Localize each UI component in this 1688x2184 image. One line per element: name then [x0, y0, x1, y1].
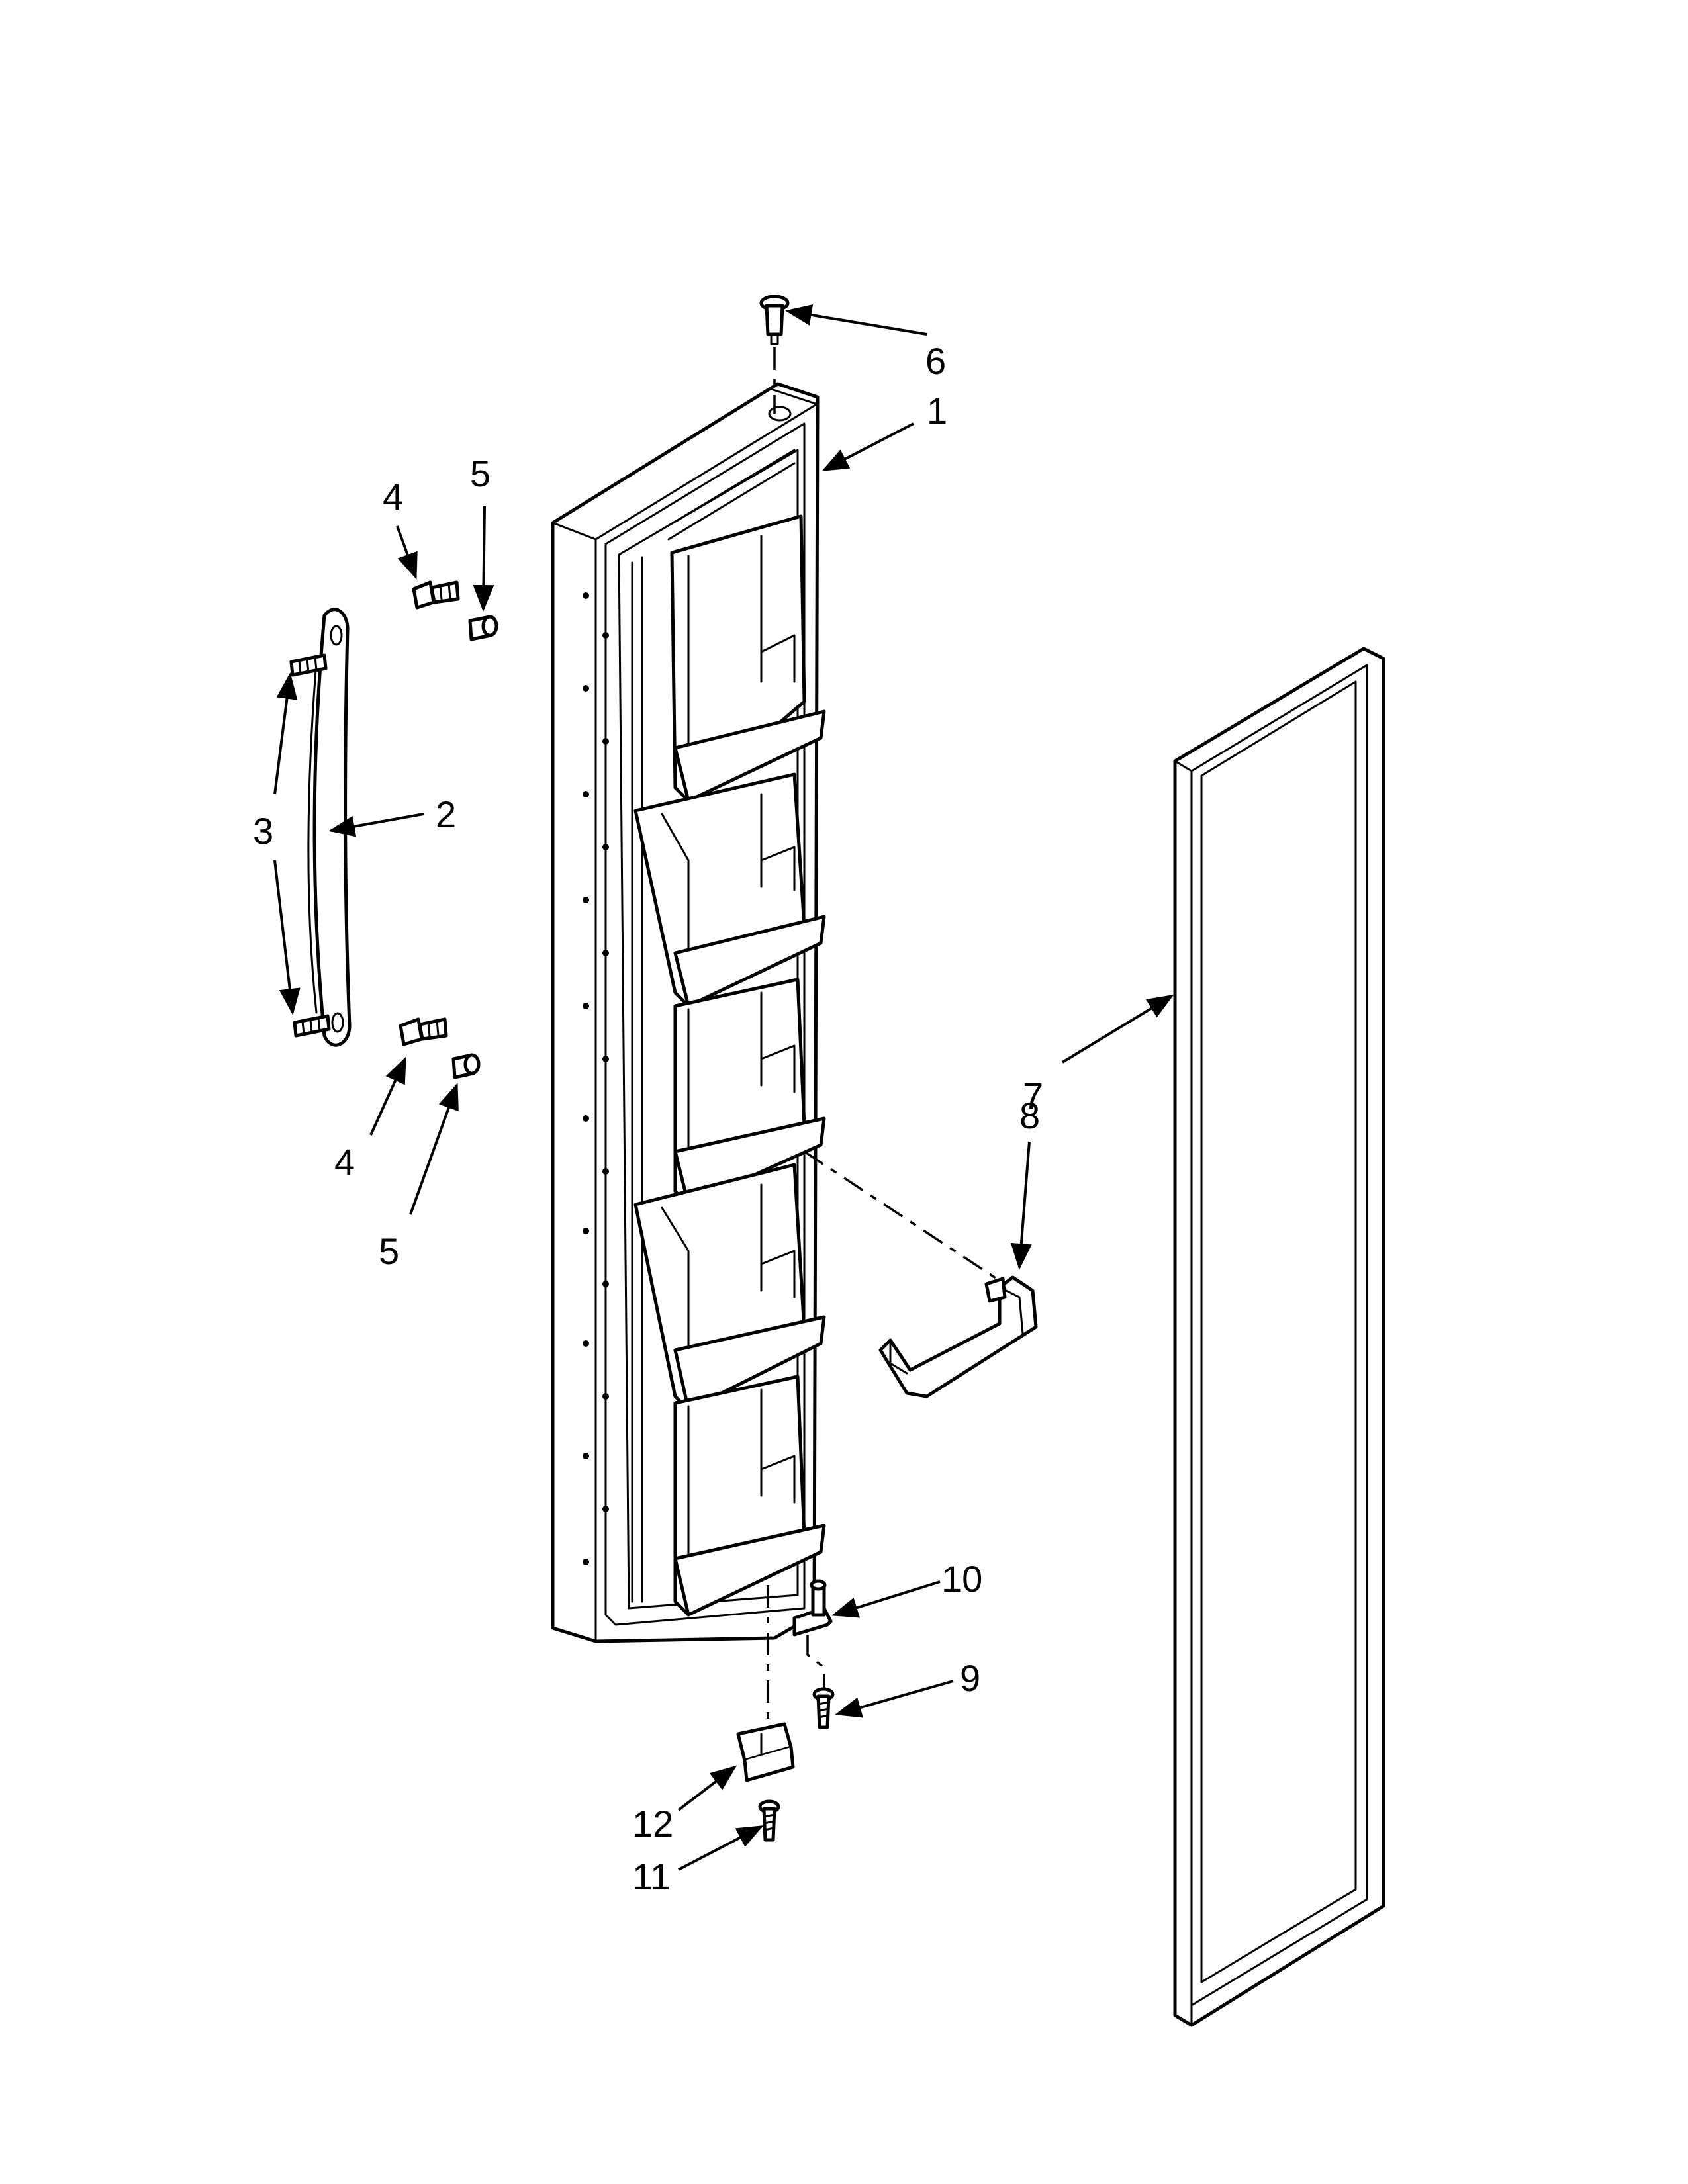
bin-alignment-line — [804, 1150, 1000, 1282]
hinge-bushing-top — [759, 295, 790, 345]
door-screw-holes — [583, 592, 609, 1565]
hinge-pin-bracket — [792, 1579, 833, 1637]
callout-5-upper: 5 — [470, 453, 491, 494]
callout-9: 9 — [960, 1657, 980, 1699]
door-shelf-bins — [633, 514, 826, 1617]
callout-2: 2 — [436, 794, 456, 835]
callout-12: 12 — [632, 1803, 673, 1844]
mount-screw-upper — [412, 580, 460, 610]
leader-lines — [273, 304, 1174, 1871]
lower-hinge-screw — [758, 1799, 780, 1842]
handle-screw-bottom — [293, 1014, 331, 1038]
hinge-bracket-screw — [812, 1687, 835, 1729]
callout-labels: 1 2 3 4 4 5 5 6 7 8 9 10 11 12 — [253, 340, 1043, 1897]
screw-cap-lower — [451, 1053, 481, 1079]
handle-screw-top — [289, 653, 328, 677]
door-shelf-bin — [878, 1275, 1038, 1398]
door-assembly — [551, 382, 826, 1643]
callout-5-lower: 5 — [379, 1230, 399, 1272]
callout-10: 10 — [941, 1558, 982, 1600]
callout-3: 3 — [253, 810, 273, 852]
screw-cap-upper — [468, 615, 498, 641]
callout-1: 1 — [927, 390, 947, 432]
callout-8: 8 — [1019, 1095, 1040, 1136]
callout-11: 11 — [632, 1856, 671, 1897]
callout-7: 7 — [1023, 1075, 1043, 1116]
callout-6: 6 — [925, 340, 946, 382]
mount-screw-lower — [399, 1017, 448, 1046]
callout-4-lower: 4 — [334, 1141, 355, 1183]
door-gasket — [1173, 647, 1385, 2027]
callout-4-upper: 4 — [383, 476, 403, 518]
lower-hinge-block — [736, 1722, 795, 1782]
hinge-screw-alignment-line — [806, 1635, 825, 1688]
